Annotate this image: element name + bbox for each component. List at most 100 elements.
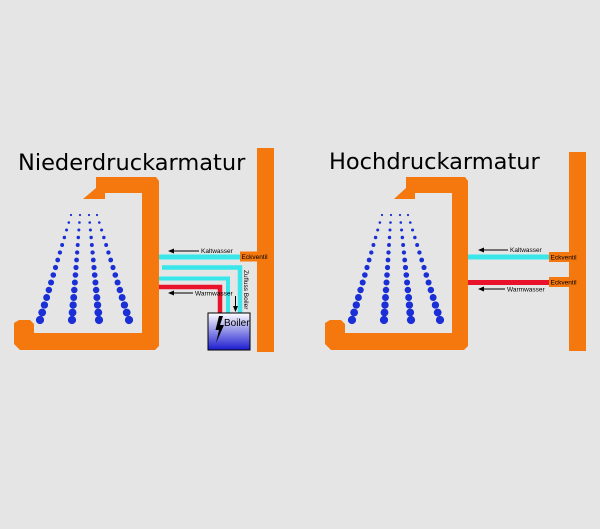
water-drop	[382, 294, 389, 301]
water-drop	[408, 221, 412, 224]
water-drop	[88, 228, 92, 232]
water-drop	[77, 228, 81, 232]
water-drop	[35, 315, 45, 325]
right-warm-label: Warmwasser	[507, 287, 546, 294]
water-drop	[405, 294, 413, 301]
water-drop	[74, 257, 79, 263]
water-drop	[106, 250, 111, 255]
water-drop	[385, 257, 391, 263]
right-warm-arrow-icon	[478, 286, 484, 292]
water-drop	[406, 213, 410, 217]
water-drop	[120, 301, 129, 309]
left-cold-label: Kaltwasser	[201, 248, 234, 255]
water-drop	[110, 264, 116, 271]
water-drop	[366, 257, 372, 263]
water-drop	[387, 235, 392, 240]
water-drop	[112, 272, 119, 278]
water-drop	[55, 257, 61, 263]
right-corner-valve-warm	[549, 277, 577, 287]
water-drop	[94, 308, 103, 317]
water-drop	[48, 279, 55, 286]
water-drop	[38, 308, 47, 317]
water-drop	[93, 294, 101, 301]
water-drop	[373, 235, 378, 240]
left-cold-pipe	[159, 254, 240, 260]
lightning-bolt-icon	[215, 316, 224, 343]
water-drop	[73, 264, 79, 271]
water-drop	[413, 235, 417, 240]
water-drop	[381, 301, 389, 309]
right-warm-pipe	[468, 280, 550, 285]
water-drop	[91, 264, 97, 271]
water-drop	[433, 308, 442, 317]
water-drop	[94, 315, 104, 325]
water-drop	[402, 264, 409, 271]
water-drop	[91, 272, 98, 278]
water-drop	[52, 264, 59, 271]
water-drop	[400, 228, 404, 232]
water-drop	[380, 213, 384, 217]
water-drop	[384, 264, 391, 271]
water-drop	[379, 315, 389, 325]
water-drop	[423, 272, 430, 278]
water-drop	[67, 315, 77, 325]
water-drop	[92, 286, 100, 294]
water-drop	[76, 235, 81, 240]
right-valve-label-warm: Eckventil	[551, 280, 578, 287]
water-drop	[435, 315, 445, 325]
left-panel: Niederdruckarmatur Eckventil Kaltwasser …	[14, 148, 274, 352]
water-drop	[352, 301, 360, 309]
water-drop	[92, 279, 99, 286]
water-drop	[403, 272, 410, 278]
water-drop	[57, 250, 63, 255]
water-drop	[75, 243, 80, 247]
water-drop	[399, 221, 403, 224]
left-warm-label: Warmwasser	[195, 291, 234, 298]
water-drop	[384, 272, 390, 278]
water-drop	[386, 250, 391, 255]
water-drop	[122, 308, 131, 317]
water-drop	[401, 243, 406, 247]
water-drop	[93, 301, 102, 309]
water-drop	[417, 250, 422, 255]
right-cold-arrow-icon	[478, 247, 484, 253]
water-drop	[71, 279, 78, 286]
left-cold-arrow-icon	[168, 248, 174, 254]
water-drop	[357, 286, 364, 294]
water-drop	[415, 243, 420, 247]
water-drop	[74, 250, 80, 255]
water-drop	[389, 221, 392, 224]
water-drop	[404, 279, 411, 286]
water-drop	[371, 243, 376, 247]
left-cold-return-pipe	[159, 276, 230, 313]
water-drop	[401, 250, 407, 255]
water-drop	[398, 213, 402, 217]
left-warm-pipe	[159, 284, 223, 313]
water-drop	[78, 213, 82, 217]
water-drop	[95, 213, 99, 217]
water-drop	[78, 221, 81, 224]
water-drop	[400, 235, 405, 240]
water-drop	[369, 250, 374, 255]
water-drop	[362, 272, 368, 278]
water-drop	[65, 228, 69, 232]
water-drop	[376, 228, 380, 232]
water-drop	[67, 221, 71, 224]
water-drop	[62, 235, 67, 240]
water-drop	[116, 286, 124, 294]
water-drop	[354, 294, 362, 301]
water-drop	[350, 308, 359, 317]
water-drop	[387, 243, 391, 247]
right-water-spray	[347, 213, 445, 325]
water-drop	[378, 221, 382, 224]
water-drop	[402, 257, 408, 263]
water-drop	[90, 257, 96, 263]
left-water-spray	[35, 213, 134, 325]
left-corner-valve	[240, 251, 266, 262]
water-drop	[406, 315, 416, 325]
water-drop	[90, 250, 95, 255]
water-drop	[89, 243, 94, 247]
water-drop	[405, 301, 414, 309]
water-drop	[87, 213, 91, 217]
left-cold-supply-pipe	[162, 265, 243, 313]
